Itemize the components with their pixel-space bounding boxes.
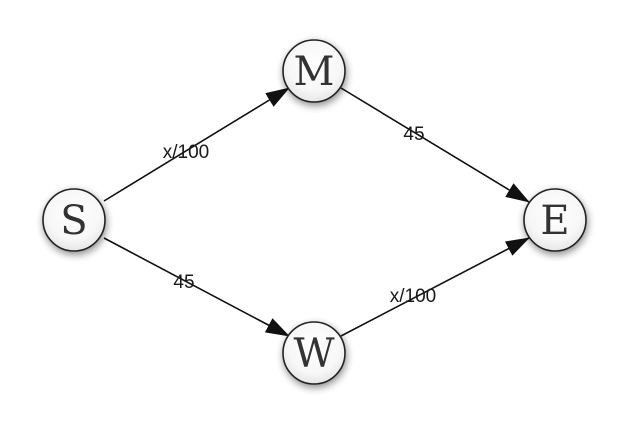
node-label-e: E (540, 198, 569, 244)
node-label-s: S (60, 198, 87, 244)
edge-m-e: 45 (340, 87, 530, 203)
node-s: S (42, 188, 106, 252)
edge-label-s-m: x/100 (163, 142, 209, 163)
edge-label-w-e: x/100 (390, 286, 436, 307)
node-w: W (282, 321, 346, 385)
node-m: M (282, 39, 346, 103)
edge-s-w: 45 (103, 237, 290, 337)
node-e: E (523, 188, 587, 252)
node-label-m: M (294, 49, 335, 95)
edge-label-m-e: 45 (403, 124, 424, 145)
edge-label-s-w: 45 (173, 272, 194, 293)
edge-s-m: x/100 (103, 87, 290, 202)
node-label-w: W (293, 331, 334, 377)
edge-w-e: x/100 (340, 237, 530, 337)
